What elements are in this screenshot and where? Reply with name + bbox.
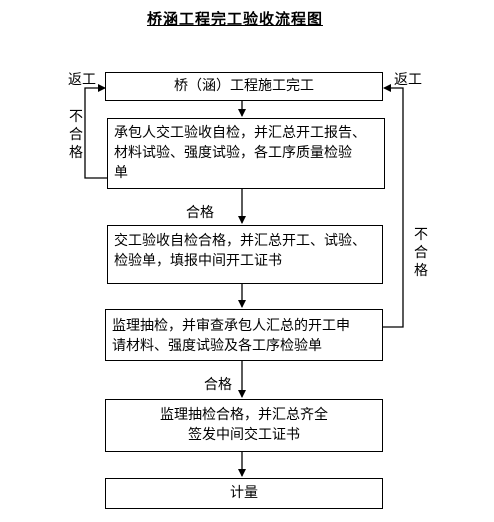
- step-3-line-2: 检验单，填报中间开工证书: [114, 253, 282, 269]
- label-fail-left-3: 格: [69, 145, 83, 161]
- label-rework-right: 返工: [394, 72, 422, 88]
- step-4-line-2: 请材料、强度试验及各工序检验单: [112, 338, 322, 354]
- label-fail-left-2: 合: [69, 127, 83, 143]
- rework-loop-right: [382, 84, 404, 328]
- step-contractor-self-inspection: 承包人交工验收自检，并汇总开工报告、 材料试验、强度试验，各工序质量检验 单: [107, 118, 385, 189]
- step-construction-complete: 桥（涵）工程施工完工: [105, 72, 383, 101]
- step-supervisor-check-passed: 监理抽检合格，并汇总齐全 签发中间交工证书: [105, 399, 383, 452]
- label-fail-left-1: 不: [69, 109, 83, 125]
- step-2-line-3: 单: [114, 165, 128, 181]
- label-fail-right-2: 合: [414, 245, 428, 261]
- step-5-line-2: 签发中间交工证书: [188, 427, 300, 443]
- step-self-inspection-passed: 交工验收自检合格，并汇总开工、试验、 检验单，填报中间开工证书: [107, 225, 383, 284]
- label-rework-left: 返工: [68, 72, 96, 88]
- label-pass-2: 合格: [204, 377, 232, 393]
- label-fail-right-1: 不: [414, 227, 428, 243]
- step-supervisor-spot-check: 监理抽检，并审查承包人汇总的开工申 请材料、强度试验及各工序检验单: [105, 309, 383, 361]
- step-1-text: 桥（涵）工程施工完工: [174, 78, 314, 94]
- step-5-line-1: 监理抽检合格，并汇总齐全: [160, 407, 328, 423]
- step-3-line-1: 交工验收自检合格，并汇总开工、试验、: [114, 233, 366, 249]
- step-4-line-1: 监理抽检，并审查承包人汇总的开工申: [112, 318, 350, 334]
- label-pass-1: 合格: [186, 205, 214, 221]
- step-measurement: 计量: [105, 478, 383, 509]
- diagram-title: 桥涵工程完工验收流程图: [146, 10, 323, 28]
- step-2-line-2: 材料试验、强度试验，各工序质量检验: [114, 145, 352, 161]
- step-6-text: 计量: [230, 485, 258, 501]
- step-2-line-1: 承包人交工验收自检，并汇总开工报告、: [114, 125, 366, 141]
- label-fail-right-3: 格: [414, 263, 428, 279]
- rework-loop-left: [84, 84, 107, 179]
- label-fail-left: 不 合 格: [68, 108, 84, 162]
- label-fail-right: 不 合 格: [413, 226, 429, 280]
